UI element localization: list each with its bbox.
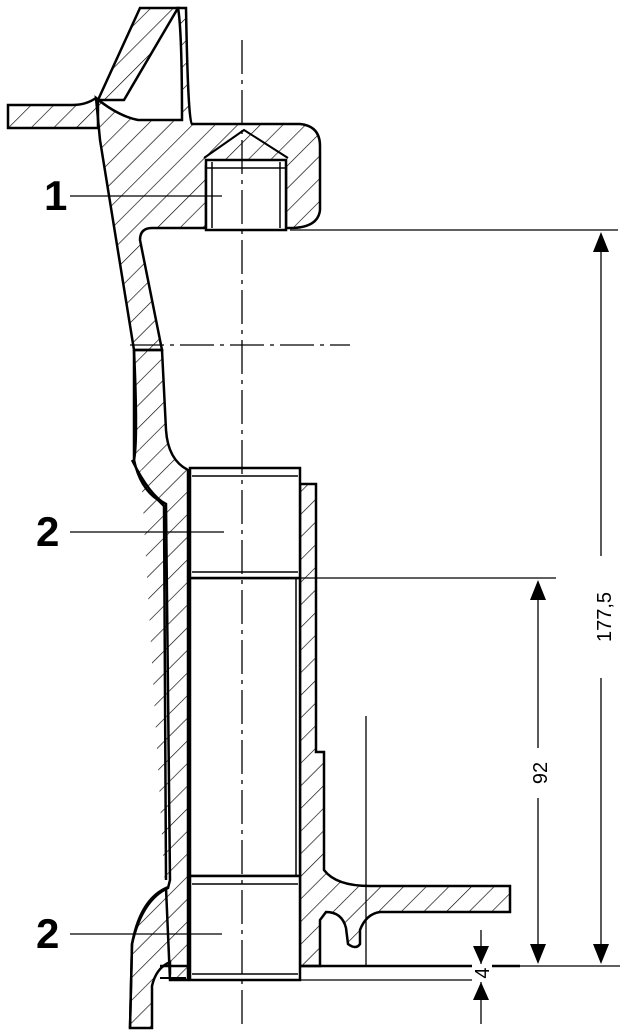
extension-lines — [290, 229, 620, 981]
dimension-overall-label: 177,5 — [594, 592, 616, 642]
leader-lines — [70, 195, 224, 935]
callout-1: 1 — [44, 172, 67, 219]
dimension-offset: 4 — [472, 930, 494, 1024]
dimension-overall: 177,5 — [590, 232, 616, 964]
callout-2-upper: 2 — [36, 508, 59, 555]
dimension-middle: 92 — [527, 580, 552, 964]
plug-component-1 — [204, 158, 288, 232]
dimension-middle-label: 92 — [530, 762, 552, 784]
bushing-upper-component-2 — [188, 466, 302, 580]
dimension-offset-label: 4 — [472, 967, 494, 978]
bushing-lower-component-2 — [188, 874, 302, 982]
callout-2-lower: 2 — [36, 910, 59, 957]
